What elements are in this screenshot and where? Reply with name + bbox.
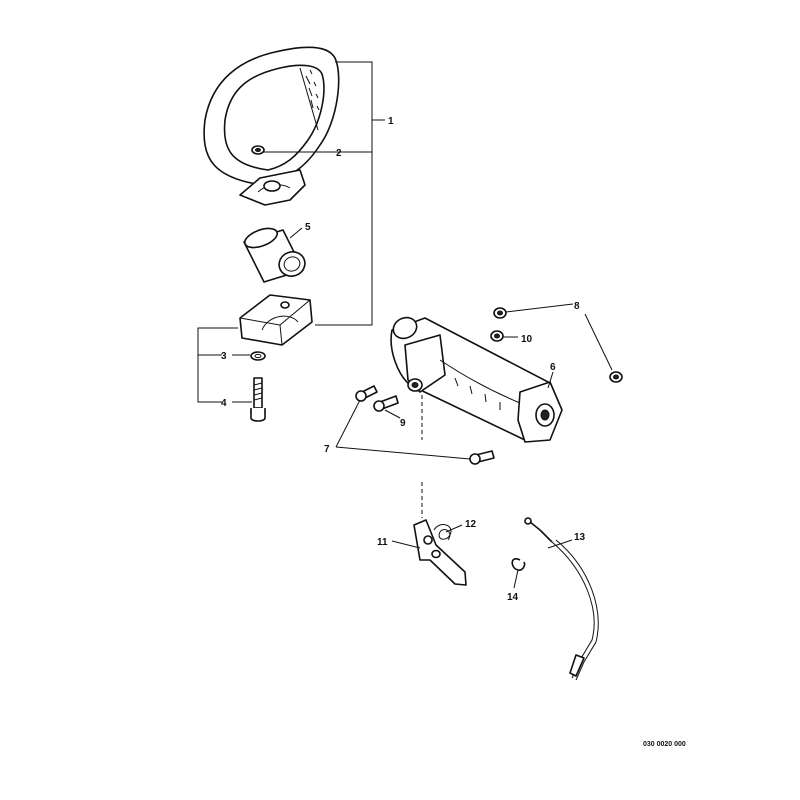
rubber-sleeve <box>243 227 306 283</box>
callout-2: 2 <box>336 148 342 159</box>
callout-6: 6 <box>550 362 556 373</box>
grip-housing <box>390 316 563 443</box>
small-nut <box>490 330 504 342</box>
callout-11: 11 <box>377 537 388 548</box>
screw-small <box>373 395 399 412</box>
screw-lower <box>469 450 495 465</box>
throttle-trigger <box>413 519 467 586</box>
callout-3: 3 <box>221 351 227 362</box>
leader-lines <box>197 61 613 589</box>
lower-clamp <box>239 294 313 346</box>
callout-5: 5 <box>305 222 311 233</box>
callout-8: 8 <box>574 301 580 312</box>
nut-upper <box>493 307 507 319</box>
callout-9: 9 <box>400 418 406 429</box>
callout-7: 7 <box>324 444 330 455</box>
drawing-code: 030 0020 000 <box>643 741 686 748</box>
clamp-bolt <box>250 377 266 422</box>
callout-1: 1 <box>388 116 394 127</box>
callout-4: 4 <box>221 398 227 409</box>
nut-right <box>609 371 623 383</box>
callout-12: 12 <box>465 519 477 530</box>
loop-handle <box>203 46 340 206</box>
callout-13: 13 <box>574 532 586 543</box>
callout-10: 10 <box>521 334 533 345</box>
screw-upper <box>355 385 378 402</box>
cable-clip <box>511 558 526 571</box>
throttle-cable <box>524 517 599 681</box>
handle-screw <box>251 145 265 155</box>
washer <box>250 351 266 361</box>
trigger-spring <box>433 524 452 541</box>
callout-14: 14 <box>507 592 519 603</box>
